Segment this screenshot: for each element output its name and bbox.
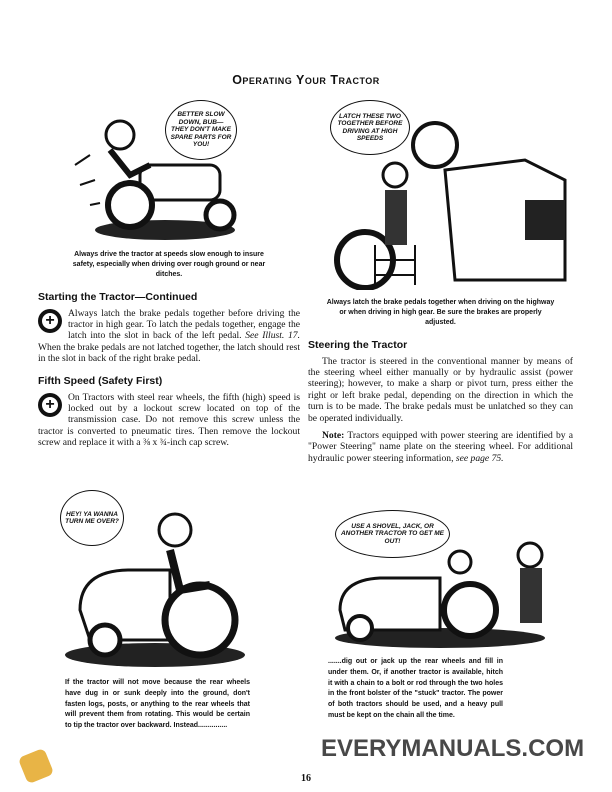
caption-right-2: .......dig out or jack up the rear wheel… [328, 658, 503, 719]
tractor-drawing [74, 119, 237, 240]
paragraph-fifth-speed: + On Tractors with steel rear wheels, th… [38, 391, 300, 449]
safety-cross-icon: + [38, 392, 62, 417]
illustration-speeding-tractor: BETTER SLOW DOWN, BUB— THEY DON'T MAKE S… [70, 95, 250, 245]
speech-bubble: USE A SHOVEL, JACK, OR ANOTHER TRACTOR T… [335, 510, 450, 558]
brake-latch-drawing [334, 121, 567, 291]
speech-bubble: HEY! YA WANNA TURN ME OVER? [60, 490, 124, 546]
paragraph-steering: The tractor is steered in the convention… [308, 355, 573, 424]
heading-starting-tractor: Starting the Tractor—Continued [38, 290, 198, 303]
speech-bubble: LATCH THESE TWO TOGETHER BEFORE DRIVING … [330, 100, 410, 155]
page-title: Operating Your Tractor [232, 73, 380, 87]
heading-steering: Steering the Tractor [308, 338, 408, 351]
paragraph-brake-latch: + Always latch the brake pedals together… [38, 307, 300, 365]
safety-cross-icon: + [38, 308, 62, 333]
speech-bubble: BETTER SLOW DOWN, BUB— THEY DON'T MAKE S… [165, 100, 237, 160]
tractor-tipping-drawing [65, 512, 245, 667]
paragraph-note: Note: Tractors equipped with power steer… [308, 430, 573, 464]
stuck-tractor-drawing [335, 541, 545, 648]
caption-left-2: If the tractor will not move because the… [65, 679, 250, 730]
illustration-stuck-tractor: USE A SHOVEL, JACK, OR ANOTHER TRACTOR T… [330, 510, 560, 650]
heading-fifth-speed: Fifth Speed (Safety First) [38, 374, 163, 387]
left-text-column: Always drive the tractor at speeds slow … [38, 250, 300, 449]
caption-right-1: Always latch the brake pedals together w… [326, 299, 555, 327]
illustration-latching-pedals: LATCH THESE TWO TOGETHER BEFORE DRIVING … [325, 100, 570, 291]
watermark: EVERYMANUALS.COM [320, 735, 585, 762]
page-number: 16 [301, 773, 311, 784]
caption-left-1: Always drive the tractor at speeds slow … [72, 251, 266, 279]
right-text-column: Always latch the brake pedals together w… [308, 298, 573, 464]
illustration-tipping-tractor: HEY! YA WANNA TURN ME OVER? [60, 490, 250, 670]
